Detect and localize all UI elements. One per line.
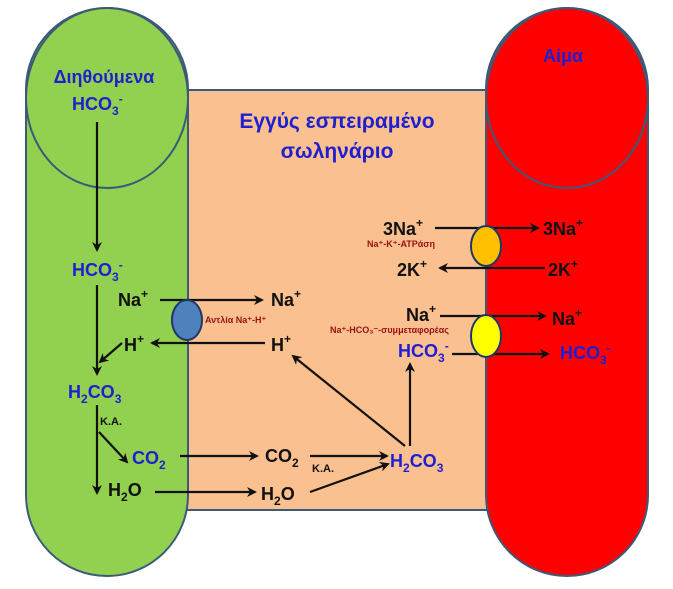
lumen-h: H+ (124, 332, 144, 355)
blood-top-ellipse (485, 7, 649, 189)
arrow-h2co3-to-co2 (98, 431, 129, 464)
blood-3na: 3Na+ (543, 216, 583, 239)
atpase-label: Na⁺-K⁺-ΑΤΡάση (367, 239, 435, 249)
lumen-carbonic-anhydrase: Κ.Α. (100, 416, 122, 428)
cell-na: Na+ (271, 287, 301, 310)
cell-carbonic-anhydrase: Κ.Α. (312, 463, 334, 475)
cell-h2co3: H2CO3 (390, 451, 444, 475)
cell-na-basolateral: Na+ (406, 302, 436, 325)
arrow-h2o-to-h2co3 (309, 461, 390, 494)
blood-na: Na+ (552, 306, 582, 329)
cell-hco3: HCO3- (398, 339, 449, 365)
cell-3na: 3Na+ (383, 216, 423, 239)
blood-hco3: HCO3- (560, 341, 611, 367)
na-h-antiporter (171, 299, 203, 341)
blood-2k: 2K+ (548, 257, 578, 280)
cell-co2: CO2 (265, 446, 299, 470)
cell-title-line1: Εγγύς εσπειραμένο (239, 110, 434, 133)
lumen-co2: CO2 (132, 448, 166, 472)
arrow-h2co3-to-h (291, 354, 406, 447)
antiporter-label: Αντλία Na⁺-H⁺ (205, 315, 266, 325)
symporter-label: Na⁺-HCO₃⁻-συμμεταφορέας (330, 325, 449, 335)
cell-2k: 2K+ (397, 257, 427, 280)
lumen-hco3: HCO3- (72, 258, 123, 284)
lumen-top-ellipse (25, 7, 189, 189)
arrow-h-to-lumen-join (98, 342, 123, 364)
lumen-title-line2: HCO3- (72, 92, 123, 118)
blood-title: Αίμα (543, 46, 583, 66)
cell-h: H+ (271, 332, 291, 355)
lumen-h2o: H2O (108, 480, 142, 504)
cell-h2o: H2O (261, 484, 295, 508)
cell-title-line2: σωληνάριο (281, 140, 394, 163)
na-hco3-symporter (470, 314, 502, 358)
na-k-atpase (470, 225, 502, 267)
lumen-h2co3: H2CO3 (68, 382, 122, 406)
lumen-na: Na+ (118, 287, 148, 310)
lumen-title-line1: Διηθούμενα (54, 67, 155, 87)
